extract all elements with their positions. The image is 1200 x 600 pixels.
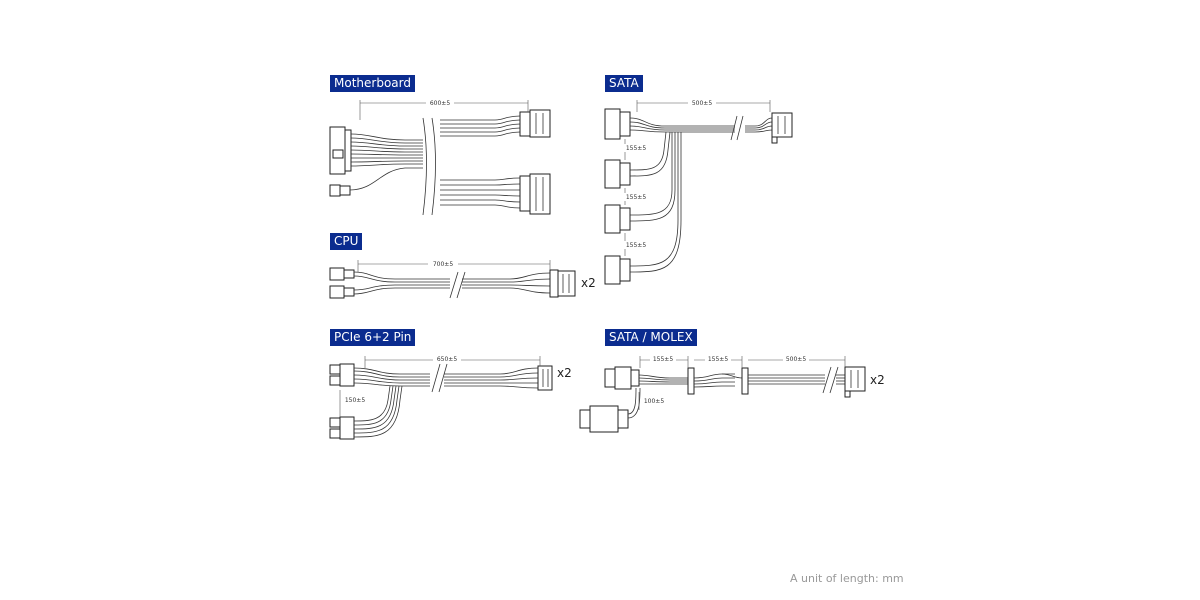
motherboard-lower-connector [529, 173, 551, 215]
molex-connector [614, 366, 632, 390]
sata-connector-3 [604, 204, 621, 234]
pcie-gpu-connector-1 [339, 363, 355, 387]
motherboard-title: Motherboard [330, 75, 415, 92]
sata-connector-4 [604, 255, 621, 285]
motherboard-length-label: 600±5 [430, 100, 450, 107]
sata-length-label: 500±5 [692, 100, 712, 107]
cpu-connector-bottom [329, 285, 345, 299]
sata-cable-drawing: 500±5 155±5 155±5 155±5 [604, 99, 793, 285]
cpu-length-label: 700±5 [433, 261, 453, 268]
sata-molex-multiplier: x2 [870, 373, 885, 387]
motherboard-upper-connector [529, 109, 551, 138]
cpu-cable-drawing: 700±5 [329, 260, 576, 299]
pcie-title: PCIe 6+2 Pin [330, 329, 416, 346]
motherboard-4pin-connector [329, 184, 341, 197]
sata-molex-title: SATA / MOLEX [605, 329, 697, 346]
sata-spacing-3-label: 155±5 [626, 242, 646, 249]
molex-length-label: 500±5 [786, 356, 806, 363]
unit-note: A unit of length: mm [790, 572, 904, 585]
sata-connector-1 [604, 108, 621, 140]
cpu-connector-top [329, 267, 345, 281]
motherboard-cable-drawing: 600±5 [329, 99, 551, 216]
sata-connector-2 [604, 159, 621, 189]
floppy-connector [589, 405, 619, 433]
molex-spacing-1-label: 155±5 [653, 356, 673, 363]
cpu-title: CPU [330, 233, 363, 250]
molex-spacing-2-label: 155±5 [708, 356, 728, 363]
pcie-cable-drawing: 150±5 650±5 [329, 355, 553, 440]
sata-title: SATA [605, 75, 643, 92]
sata-inline-connector-2 [741, 367, 749, 395]
pcie-gpu-connector-2 [339, 416, 355, 440]
sata-inline-connector-1 [687, 367, 695, 395]
sata-spacing-2-label: 155±5 [626, 194, 646, 201]
pcie-length-label: 650±5 [437, 356, 457, 363]
pcie-multiplier: x2 [557, 366, 572, 380]
cpu-multiplier: x2 [581, 276, 596, 290]
molex-branch-label: 100±5 [644, 398, 664, 405]
sata-psu-connector [771, 112, 793, 138]
sata-molex-cable-drawing: 155±5 155±5 500±5 100±5 [579, 355, 866, 433]
sata-molex-psu-connector [844, 366, 866, 392]
pcie-branch-label: 150±5 [345, 397, 365, 404]
cpu-psu-connector [557, 270, 576, 297]
sata-spacing-1-label: 155±5 [626, 145, 646, 152]
pcie-psu-connector [537, 365, 553, 391]
